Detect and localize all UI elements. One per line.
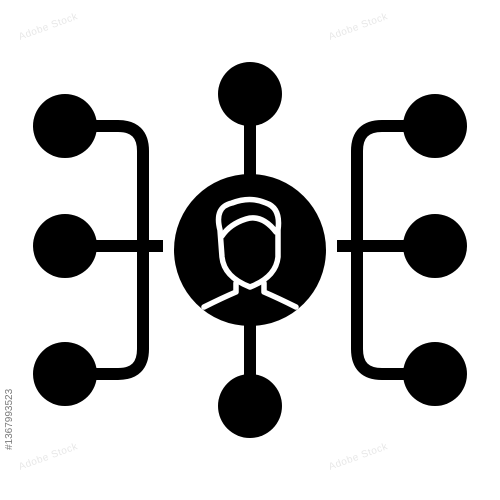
watermark-stock-id: #1367993523 (4, 388, 15, 450)
network-nodes (33, 62, 467, 438)
node-right-top (403, 94, 467, 158)
user-head-outline (215, 196, 282, 290)
user-hairline (219, 215, 279, 239)
node-left-top (33, 94, 97, 158)
node-right-middle (403, 214, 467, 278)
node-left-bottom (33, 342, 97, 406)
user-shoulders-outline (201, 280, 299, 310)
node-bottom (218, 374, 282, 438)
node-right-bottom (403, 342, 467, 406)
node-left-middle (33, 214, 97, 278)
central-hub-circle (174, 174, 326, 326)
user-avatar-icon (201, 196, 299, 310)
node-top (218, 62, 282, 126)
